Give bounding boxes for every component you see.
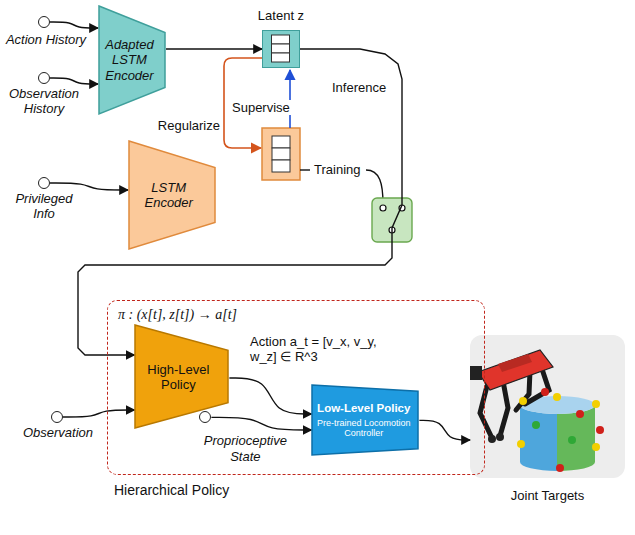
- network-block: Adapted LSTM Encoder: [98, 5, 166, 115]
- block-title: LSTM Encoder: [132, 180, 205, 211]
- connector-arrow: [211, 417, 311, 430]
- block-outline: [312, 385, 418, 455]
- connector-arrow: [63, 410, 134, 417]
- latent-cells: [263, 31, 298, 66]
- supervise-arrow: [289, 70, 291, 128]
- block-text: Adapted LSTM Encoder: [102, 5, 157, 115]
- input-terminal: Observation History: [5, 70, 83, 110]
- robot-illustration: [568, 436, 576, 444]
- arrow-label: Regularize: [150, 118, 222, 133]
- connector-arrow: [50, 22, 98, 28]
- block-title: Adapted LSTM Encoder: [102, 37, 157, 83]
- latent-box: [262, 30, 300, 68]
- connector-arrow: [50, 183, 128, 190]
- robot-output: Joint Targets: [470, 335, 625, 478]
- block-outline: [129, 141, 215, 249]
- latent-cell: [272, 44, 290, 53]
- input-label: Action History: [2, 32, 90, 47]
- network-block: High-Level Policy: [134, 324, 229, 429]
- robot-illustration: [557, 405, 595, 471]
- terminal-circle: [38, 177, 50, 189]
- block-text: LSTM Encoder: [132, 140, 205, 250]
- network-block: Low-Level PolicyPre-trained Locomotion C…: [311, 384, 419, 456]
- block-outline: [99, 6, 165, 114]
- connector-arrow: [229, 378, 311, 414]
- connector-arrow: [166, 48, 262, 49]
- output-label: Joint Targets: [470, 488, 625, 503]
- input-label: Privileged Info: [5, 191, 83, 222]
- input-terminal: Observation: [14, 409, 102, 449]
- block-outline: [135, 325, 228, 428]
- block-text: Low-Level PolicyPre-trained Locomotion C…: [315, 384, 412, 456]
- robot-illustration: [541, 388, 549, 396]
- policy-group: π : (x[t], z[t]) → a[t]Hierarchical Poli…: [107, 300, 485, 475]
- input-terminal: Proprioceptive State: [195, 409, 295, 449]
- robot-illustration: [470, 335, 625, 478]
- robot-illustration: [592, 400, 600, 408]
- latent-cell: [272, 53, 290, 62]
- robot-illustration: [517, 440, 525, 448]
- terminal-circle: [38, 16, 50, 28]
- privileged-latent-box: [262, 128, 300, 180]
- input-label: Proprioceptive State: [195, 433, 295, 464]
- supervise-arrow: [290, 70, 291, 128]
- privileged-latent-box: [272, 160, 290, 172]
- training-wire: [300, 169, 310, 170]
- robot-illustration: [500, 381, 508, 436]
- robot-illustration: [556, 464, 564, 472]
- block-subtitle: Pre-trained Locomotion Controller: [315, 418, 412, 439]
- privileged-latent-box: [272, 136, 290, 148]
- connector-arrow: [419, 420, 470, 440]
- latent-heading: Latent z: [240, 8, 322, 23]
- input-label: Observation: [14, 425, 102, 440]
- terminal-circle: [38, 72, 50, 84]
- robot-illustration: [596, 426, 604, 434]
- edge-label: Inference: [330, 80, 388, 95]
- robot-illustration: [488, 435, 496, 443]
- robot-illustration: [553, 393, 561, 401]
- input-terminal: Action History: [2, 14, 90, 54]
- robot-illustration: [470, 366, 482, 380]
- robot-illustration: [480, 386, 492, 438]
- robot-illustration: [532, 421, 540, 429]
- robot-illustration: [478, 350, 553, 390]
- robot-illustration: [519, 397, 527, 405]
- privileged-latent-box: [262, 128, 300, 180]
- block-title: Low-Level Policy: [317, 402, 410, 416]
- policy-formula: π : (x[t], z[t]) → a[t]: [118, 307, 237, 324]
- robot-illustration: [592, 443, 600, 451]
- input-label: Observation History: [5, 86, 83, 117]
- arrow-label: Supervise: [230, 100, 292, 115]
- robot-illustration: [470, 335, 625, 478]
- mode-switch: [380, 205, 386, 211]
- latent-vector: Latent z: [250, 8, 312, 70]
- connector-arrow: [50, 78, 98, 84]
- input-terminal: Privileged Info: [5, 175, 83, 215]
- group-title: Hierarchical Policy: [114, 482, 229, 499]
- robot-illustration: [520, 405, 557, 471]
- network-block: LSTM Encoder: [128, 140, 216, 250]
- arrow-label: Training: [312, 162, 362, 177]
- block-title: High-Level Policy: [138, 362, 218, 393]
- robot-illustration: [496, 433, 504, 441]
- privileged-latent-box: [272, 148, 290, 160]
- robot-illustration: [498, 354, 532, 372]
- terminal-circle: [199, 411, 211, 423]
- robot-illustration: [576, 410, 584, 418]
- edge-label: Action a_t = [v_x, v_y, w_z] ∈ R^3: [248, 334, 402, 365]
- terminal-circle: [51, 411, 63, 423]
- latent-cell: [272, 35, 290, 44]
